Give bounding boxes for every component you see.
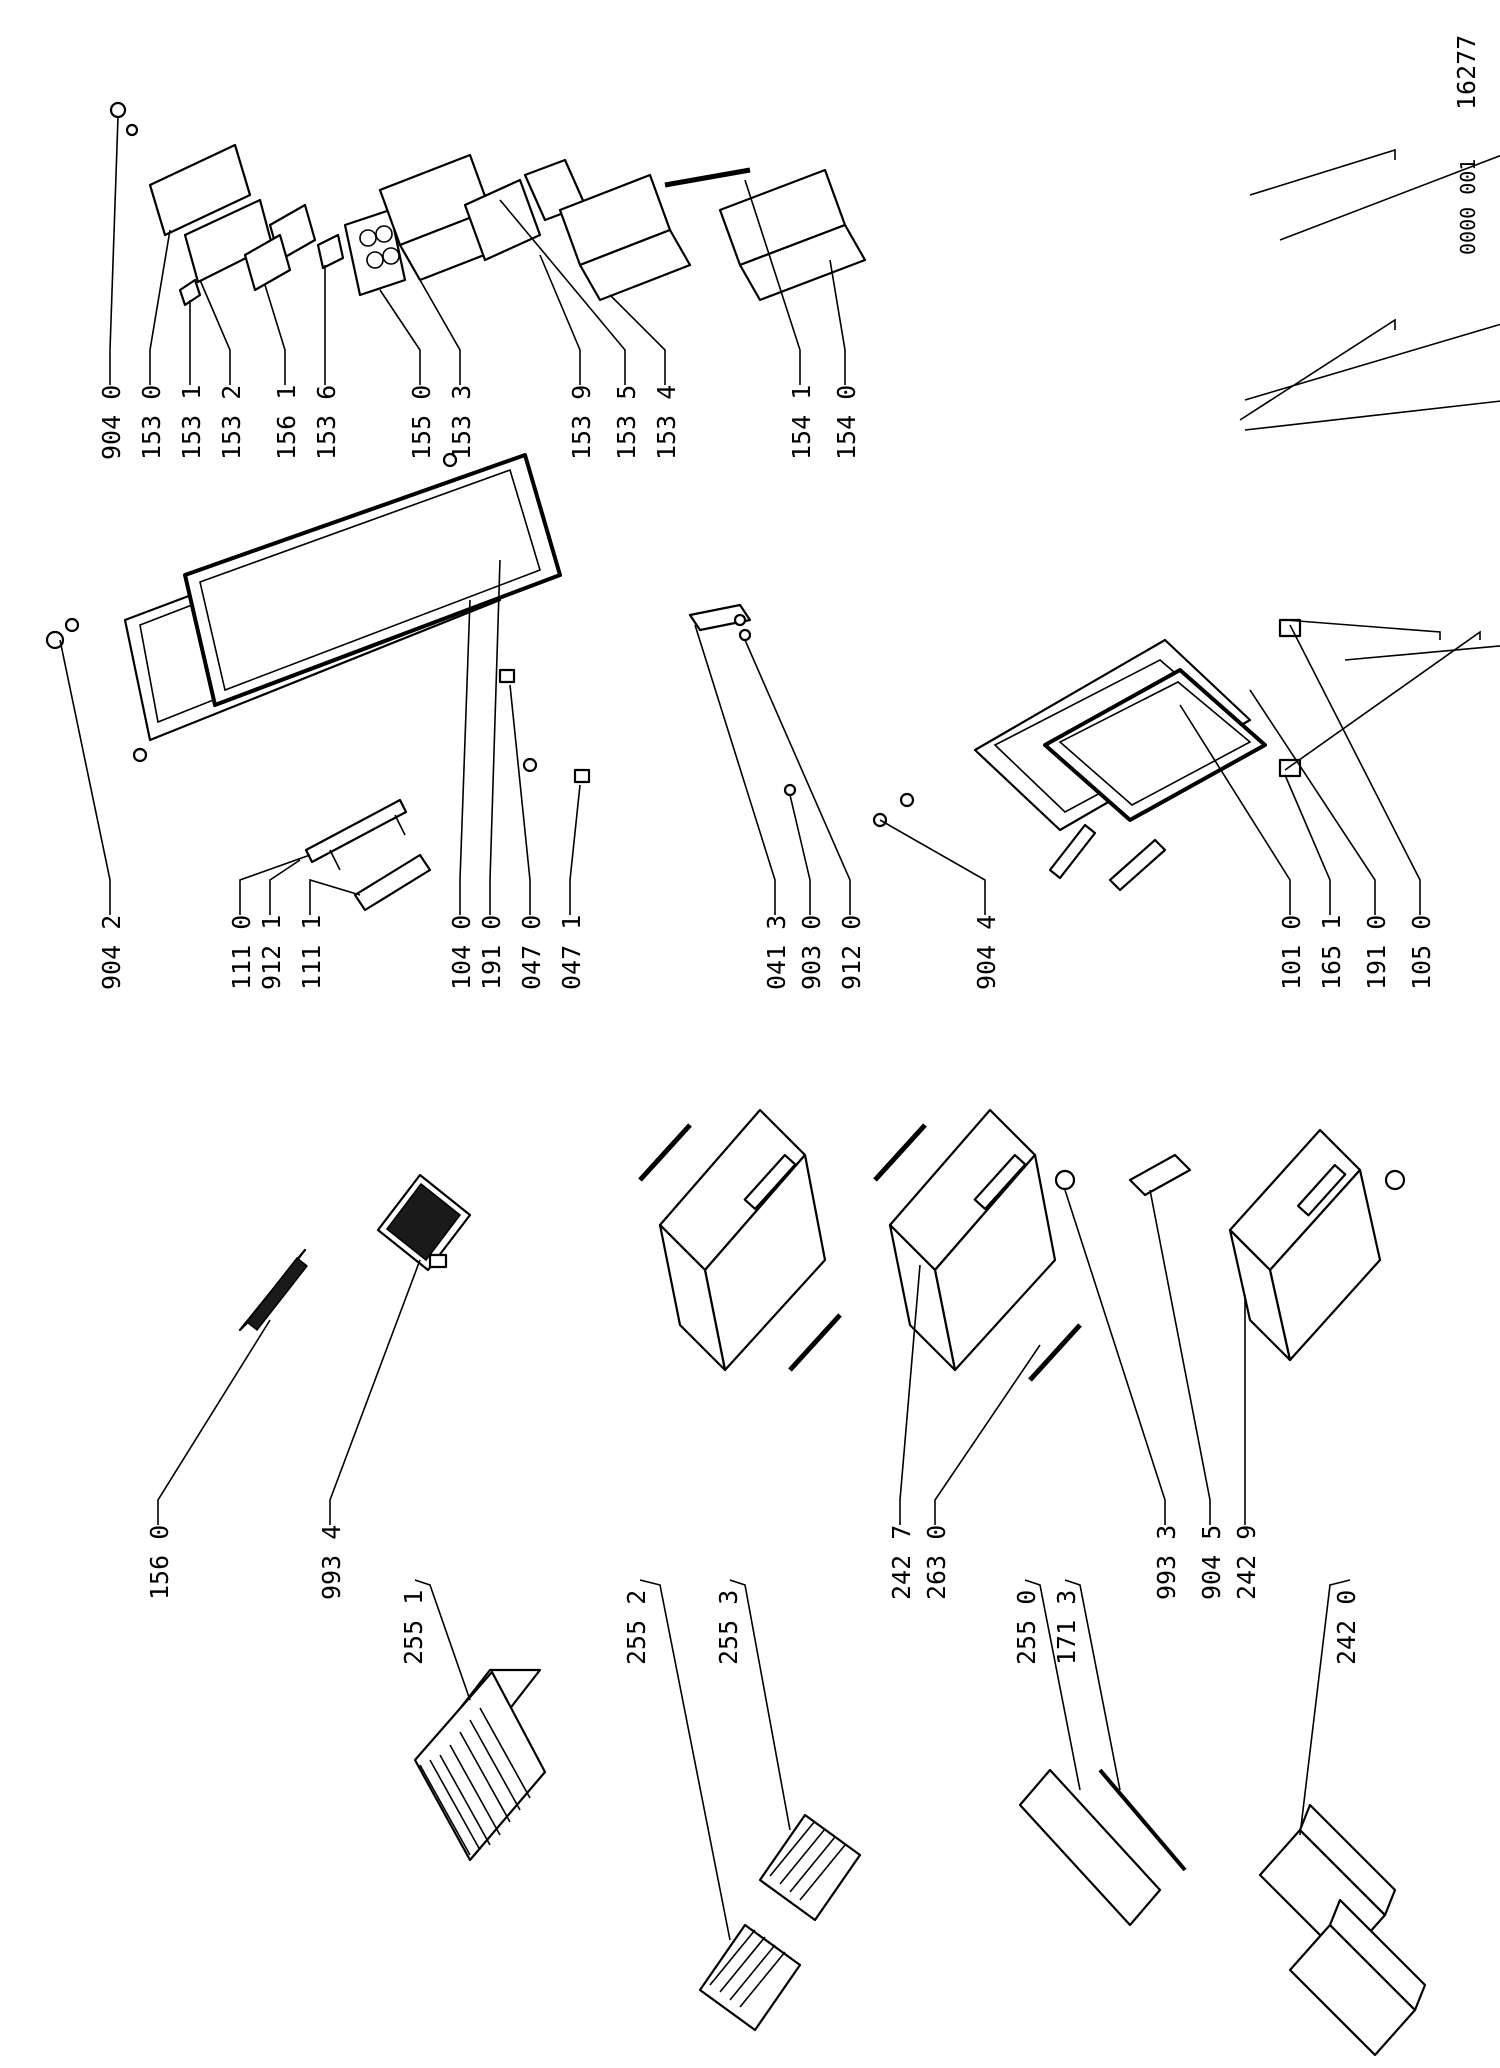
label-903-0: 903 0 — [797, 915, 826, 990]
label-904-2: 904 2 — [97, 915, 126, 990]
part-drawer-bottom — [1228, 1128, 1382, 1362]
document-number-block: 16277 0000 001 — [1452, 35, 1481, 255]
part-hinge-105-0 — [1278, 618, 1302, 638]
label-047-0: 047 0 — [517, 915, 546, 990]
label-255-1: 255 1 — [399, 1590, 428, 1665]
part-container-153-0 — [148, 143, 252, 237]
part-rail-154-1 — [664, 167, 751, 188]
label-154-0: 154 0 — [832, 385, 861, 460]
part-grid-panel-993-4 — [376, 1173, 472, 1272]
label-105-0: 105 0 — [1407, 915, 1436, 990]
label-155-0: 155 0 — [407, 385, 436, 460]
part-hinge-165-1 — [1278, 758, 1302, 778]
part-shelf-255-3 — [758, 1813, 862, 1922]
label-156-0: 156 0 — [145, 1525, 174, 1600]
label-104-0: 104 0 — [447, 915, 476, 990]
part-box-153-9 — [463, 178, 542, 262]
label-041-3: 041 3 — [762, 915, 791, 990]
part-hinge-plate-111-0 — [304, 798, 408, 871]
label-153-5: 153 5 — [612, 385, 641, 460]
label-156-1: 156 1 — [272, 385, 301, 460]
part-clip-047 — [498, 668, 591, 784]
label-904-4: 904 4 — [972, 915, 1001, 990]
part-labels: 156 0 993 4 255 1 255 2 255 3 242 7 263 … — [97, 385, 1436, 1665]
part-box-242-0 — [1258, 1803, 1427, 2057]
part-rail-171-3 — [1098, 1768, 1187, 1872]
label-153-1: 153 1 — [177, 385, 206, 460]
label-993-3: 993 3 — [1152, 1525, 1181, 1600]
label-047-1: 047 1 — [557, 915, 586, 990]
label-255-3: 255 3 — [714, 1590, 743, 1665]
label-171-3: 171 3 — [1052, 1590, 1081, 1665]
part-lower-hinge — [872, 792, 1167, 892]
label-255-2: 255 2 — [622, 1590, 651, 1665]
part-drawer-top — [658, 1108, 827, 1372]
label-263-0: 263 0 — [922, 1525, 951, 1600]
part-bracket-153-6 — [316, 233, 345, 270]
label-153-4: 153 4 — [652, 385, 681, 460]
part-hinge-904-5 — [1128, 1153, 1192, 1197]
part-egg-holder-155-0 — [343, 208, 407, 297]
part-shelf-255-2 — [698, 1923, 802, 2032]
label-154-1: 154 1 — [787, 385, 816, 460]
label-242-0: 242 0 — [1332, 1590, 1361, 1665]
document-number: 16277 — [1452, 35, 1481, 110]
label-912-1: 912 1 — [257, 915, 286, 990]
label-904-5: 904 5 — [1197, 1525, 1226, 1600]
label-165-1: 165 1 — [1317, 915, 1346, 990]
label-912-0: 912 0 — [837, 915, 866, 990]
part-cap-right — [1384, 1169, 1406, 1191]
part-bottle-bin-154-0 — [718, 168, 867, 302]
label-111-1: 111 1 — [297, 915, 326, 990]
leader-lines-main — [59, 116, 1421, 1941]
label-111-0: 111 0 — [227, 915, 256, 990]
leader-lines — [1239, 148, 1500, 771]
label-153-0: 153 0 — [137, 385, 166, 460]
label-993-4: 993 4 — [317, 1525, 346, 1600]
label-153-6: 153 6 — [312, 385, 341, 460]
part-drawer-rails — [638, 1123, 1082, 1382]
part-gasket-191-0 — [183, 453, 562, 707]
label-255-0: 255 0 — [1012, 1590, 1041, 1665]
part-screws-904-2 — [45, 452, 538, 773]
label-242-9: 242 9 — [1232, 1525, 1261, 1600]
part-clip-153-1 — [178, 278, 202, 307]
label-904-0: 904 0 — [97, 385, 126, 460]
label-153-2: 153 2 — [217, 385, 246, 460]
part-bin-153-4 — [558, 173, 692, 302]
label-242-7: 242 7 — [887, 1525, 916, 1600]
part-small-box-156-1 — [243, 203, 317, 292]
part-handle-041-3 — [688, 603, 797, 797]
part-strip-111-1 — [353, 853, 432, 912]
part-shelf-255-1 — [413, 1668, 547, 1862]
part-gasket-lower-191-0 — [1043, 668, 1267, 822]
label-153-3: 153 3 — [447, 385, 476, 460]
part-drawer-middle — [888, 1108, 1057, 1372]
label-101-0: 101 0 — [1277, 915, 1306, 990]
label-153-9: 153 9 — [567, 385, 596, 460]
label-191-0-lower: 191 0 — [1362, 915, 1391, 990]
document-code: 0000 001 — [1456, 159, 1480, 255]
part-cap-993-3 — [1054, 1169, 1076, 1191]
part-egg-tray-156-0 — [238, 1248, 309, 1332]
label-191-0-upper: 191 0 — [477, 915, 506, 990]
part-glass-shelf-255-0 — [1018, 1768, 1162, 1927]
